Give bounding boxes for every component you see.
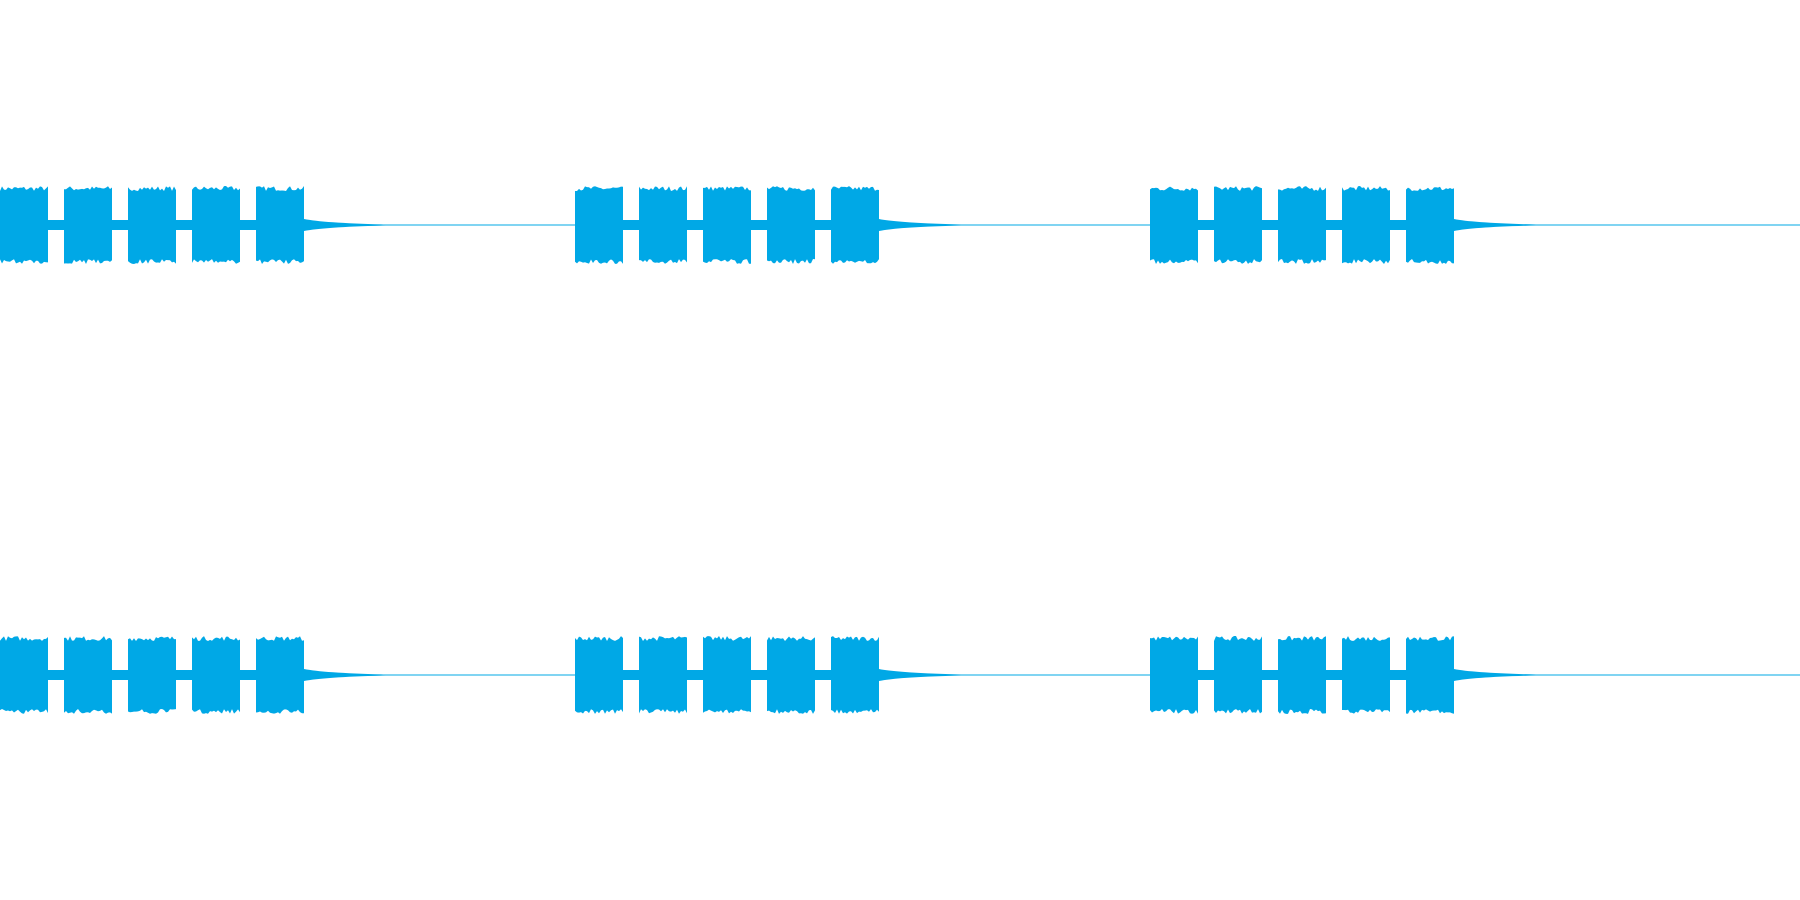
beep-waveform xyxy=(1406,186,1454,264)
beep-waveform xyxy=(575,186,623,264)
beep-waveform xyxy=(256,186,304,264)
waveform-channel-right xyxy=(0,636,1800,714)
beep-waveform xyxy=(831,186,879,264)
beep-waveform xyxy=(1406,636,1454,714)
beep-waveform xyxy=(575,636,623,714)
beep-decay-tail xyxy=(879,219,961,231)
beep-waveform xyxy=(1342,636,1390,714)
beep-waveform xyxy=(64,186,112,264)
beep-waveform xyxy=(703,636,751,714)
beep-waveform xyxy=(767,186,815,264)
beep-waveform xyxy=(1150,636,1198,714)
beep-decay-tail xyxy=(304,669,386,681)
beep-waveform xyxy=(192,636,240,714)
beep-waveform xyxy=(128,186,176,264)
beep-waveform xyxy=(1342,186,1390,264)
beep-decay-tail xyxy=(304,219,386,231)
waveform-channel-left xyxy=(0,186,1800,264)
beep-decay-tail xyxy=(879,669,961,681)
beep-decay-tail xyxy=(1454,219,1536,231)
beep-waveform xyxy=(1214,636,1262,714)
beep-waveform xyxy=(192,186,240,264)
beep-waveform xyxy=(256,636,304,714)
beep-waveform xyxy=(639,636,687,714)
beep-waveform xyxy=(703,186,751,264)
beep-waveform xyxy=(128,636,176,714)
beep-waveform xyxy=(767,636,815,714)
beep-waveform xyxy=(0,186,48,264)
beep-waveform xyxy=(64,636,112,714)
beep-waveform xyxy=(1278,636,1326,714)
beep-waveform xyxy=(1214,186,1262,264)
beep-decay-tail xyxy=(1454,669,1536,681)
beep-waveform xyxy=(831,636,879,714)
beep-waveform xyxy=(1150,186,1198,264)
beep-waveform xyxy=(0,636,48,714)
beep-waveform xyxy=(1278,186,1326,264)
beep-waveform xyxy=(639,186,687,264)
